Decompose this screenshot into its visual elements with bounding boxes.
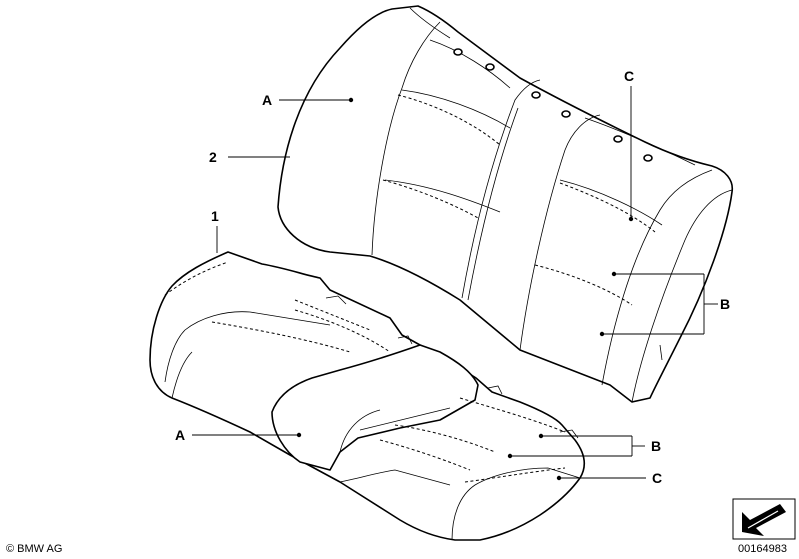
part-number: 00164983 (738, 543, 787, 555)
label-c-backrest: C (624, 68, 634, 84)
leader-lines (192, 86, 718, 481)
label-b-cushion: B (651, 438, 661, 454)
copyright-text: © BMW AG (6, 543, 62, 555)
label-a-cushion: A (175, 427, 185, 443)
label-c-cushion: C (652, 470, 662, 486)
seat-cushion-cover (149, 251, 586, 541)
backrest-cover (277, 5, 734, 403)
view-direction-arrow-icon (732, 498, 796, 540)
label-1: 1 (211, 208, 219, 224)
label-b-backrest: B (720, 296, 730, 312)
label-a-backrest: A (262, 92, 272, 108)
label-2: 2 (209, 149, 217, 165)
